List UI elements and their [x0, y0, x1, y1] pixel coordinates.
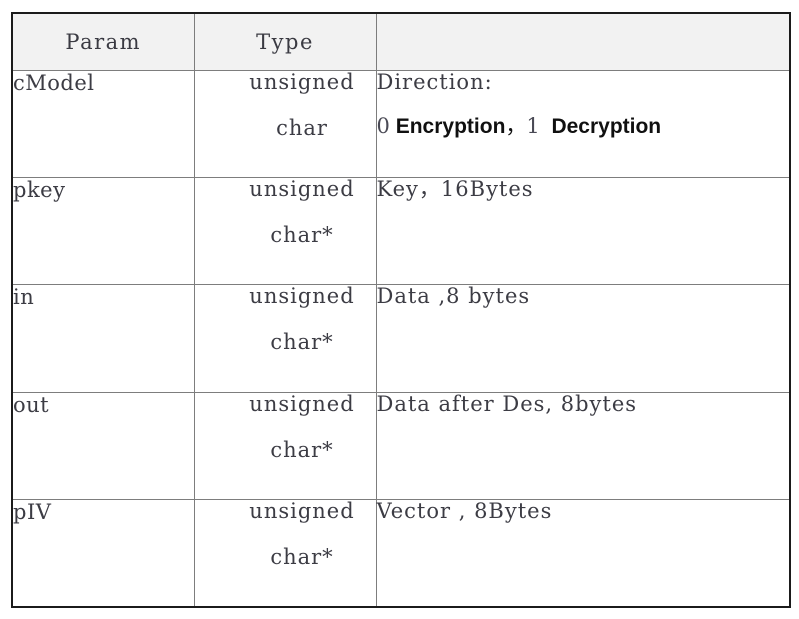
table-row: out unsigned char* Data after Des, 8byte… — [11, 391, 791, 501]
column-header-description — [375, 12, 791, 71]
type-line-primary: unsigned — [249, 391, 355, 416]
direction-label-decryption-space — [540, 115, 552, 138]
type-line-secondary: char — [276, 115, 328, 140]
table-row: pIV unsigned char* Vector , 8Bytes — [11, 499, 791, 608]
type-line-primary: unsigned — [249, 176, 355, 201]
description-line-secondary: 0 Encryption，1 Decryption — [377, 115, 790, 138]
des-parameter-table: Param Type cModel unsigned char Directio… — [11, 12, 791, 608]
table-header-row: Param Type — [11, 12, 791, 71]
type-line-secondary: char* — [270, 222, 334, 247]
cell-type-piv: unsigned char* — [193, 499, 377, 608]
cell-type-cmodel: unsigned char — [193, 69, 377, 178]
cell-type-out: unsigned char* — [193, 391, 377, 501]
table-header: Param Type — [11, 12, 791, 71]
type-line-primary: unsigned — [249, 69, 355, 94]
cell-type-in: unsigned char* — [193, 284, 377, 393]
cell-param-out: out — [11, 391, 195, 501]
cell-type-pkey: unsigned char* — [193, 176, 377, 286]
description-line-primary: Data after Des, 8bytes — [376, 391, 638, 416]
table-body: cModel unsigned char Direction: 0 Encryp… — [11, 69, 791, 608]
cell-description-in: Data ,8 bytes — [375, 284, 791, 393]
table-row: pkey unsigned char* Key，16Bytes — [11, 176, 791, 286]
description-line-primary: Key，16Bytes — [376, 176, 534, 201]
direction-word-decryption: Decryption — [551, 114, 662, 138]
type-line-primary: unsigned — [249, 284, 355, 309]
cell-param-in: in — [11, 284, 195, 393]
cell-description-pkey: Key，16Bytes — [375, 176, 791, 286]
cell-param-pkey: pkey — [11, 176, 195, 286]
parameter-table-container: Param Type cModel unsigned char Directio… — [11, 12, 791, 608]
column-header-param: Param — [11, 12, 195, 71]
cell-description-out: Data after Des, 8bytes — [375, 391, 791, 501]
description-line-primary: Direction: — [376, 69, 493, 94]
column-header-type: Type — [193, 12, 377, 71]
type-line-secondary: char* — [270, 330, 334, 355]
table-row: cModel unsigned char Direction: 0 Encryp… — [11, 69, 791, 178]
direction-value-zero: 0 — [376, 113, 390, 138]
cell-description-piv: Vector , 8Bytes — [375, 499, 791, 608]
cell-param-cmodel: cModel — [11, 69, 195, 178]
cell-param-piv: pIV — [11, 499, 195, 608]
type-line-primary: unsigned — [249, 499, 355, 524]
direction-separator: ， — [505, 113, 527, 138]
description-line-primary: Data ,8 bytes — [376, 284, 531, 309]
type-line-secondary: char* — [270, 437, 334, 462]
cell-description-cmodel: Direction: 0 Encryption，1 Decryption — [375, 69, 791, 178]
type-line-secondary: char* — [270, 545, 334, 570]
direction-value-one: 1 — [526, 113, 540, 138]
direction-word-encryption: Encryption — [395, 114, 506, 138]
table-row: in unsigned char* Data ,8 bytes — [11, 284, 791, 393]
description-line-primary: Vector , 8Bytes — [376, 499, 553, 524]
